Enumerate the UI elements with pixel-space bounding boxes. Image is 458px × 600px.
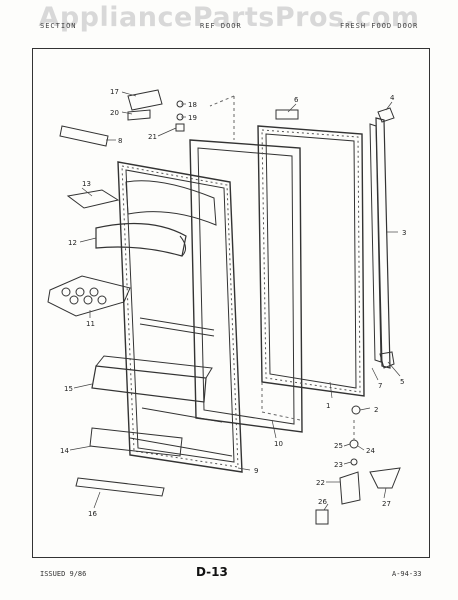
callout-4: 4 bbox=[390, 94, 395, 102]
callout-8: 8 bbox=[118, 137, 122, 145]
handle-cap-top bbox=[377, 107, 395, 123]
callout-20: 20 bbox=[110, 109, 119, 117]
door-stop-bracket bbox=[59, 125, 109, 147]
butter-compartment-cover bbox=[66, 189, 120, 209]
callout-10: 10 bbox=[274, 440, 283, 448]
watermark: AppliancePartsPros.com bbox=[38, 2, 420, 33]
hinge-pin-lower bbox=[350, 458, 358, 466]
callout-25: 25 bbox=[334, 442, 343, 450]
header-section: SECTION bbox=[40, 22, 77, 30]
callout-22: 22 bbox=[316, 479, 325, 487]
door-gasket bbox=[189, 139, 303, 433]
callout-9: 9 bbox=[254, 467, 258, 475]
callout-27: 27 bbox=[382, 500, 391, 508]
hinge-plate bbox=[369, 467, 401, 489]
leader-lines bbox=[69, 91, 401, 511]
handle-cap-bottom bbox=[379, 351, 395, 369]
door-shelf bbox=[91, 355, 213, 403]
callout-5: 5 bbox=[400, 378, 404, 386]
assembly-lines bbox=[209, 95, 355, 440]
callout-24: 24 bbox=[366, 447, 375, 455]
callout-12: 12 bbox=[68, 239, 77, 247]
diagram-frame bbox=[32, 48, 430, 558]
callout-16: 16 bbox=[88, 510, 97, 518]
callout-26: 26 bbox=[318, 498, 327, 506]
top-hinge bbox=[127, 89, 163, 111]
door-plug bbox=[351, 405, 361, 415]
callout-7: 7 bbox=[378, 382, 382, 390]
hinge-cover bbox=[315, 509, 329, 525]
callout-21: 21 bbox=[148, 133, 157, 141]
callout-2: 2 bbox=[374, 406, 378, 414]
door-liner bbox=[117, 161, 243, 473]
drawing-code: A-94-33 bbox=[392, 570, 422, 578]
door-handle bbox=[369, 117, 391, 369]
outer-door-panel bbox=[257, 125, 365, 397]
callout-17: 17 bbox=[110, 88, 119, 96]
callout-19: 19 bbox=[188, 114, 197, 122]
hinge-shim bbox=[127, 109, 151, 121]
callout-labels: 1 2 3 4 5 6 7 8 9 10 11 12 13 14 15 16 1… bbox=[60, 88, 406, 518]
callout-15: 15 bbox=[64, 385, 73, 393]
dairy-door bbox=[95, 222, 187, 257]
issued-date: ISSUED 9/86 bbox=[40, 570, 87, 578]
callout-11: 11 bbox=[86, 320, 95, 328]
shelf-trim bbox=[75, 477, 165, 497]
bottom-door-shelf bbox=[89, 427, 183, 457]
label-plate bbox=[275, 109, 299, 120]
hinge-pin bbox=[175, 123, 185, 132]
header-door: FRESH FOOD DOOR bbox=[340, 22, 419, 30]
callout-14: 14 bbox=[60, 447, 69, 455]
callout-18: 18 bbox=[188, 101, 197, 109]
callout-1: 1 bbox=[326, 402, 330, 410]
callout-23: 23 bbox=[334, 461, 343, 469]
callout-3: 3 bbox=[402, 229, 406, 237]
bottom-hinge bbox=[339, 471, 361, 505]
callout-6: 6 bbox=[294, 96, 299, 104]
page-number: D-13 bbox=[196, 565, 228, 579]
callout-13: 13 bbox=[82, 180, 91, 188]
hinge-cam bbox=[349, 439, 359, 449]
header-title: REF DOOR bbox=[200, 22, 242, 30]
egg-tray bbox=[47, 275, 131, 317]
